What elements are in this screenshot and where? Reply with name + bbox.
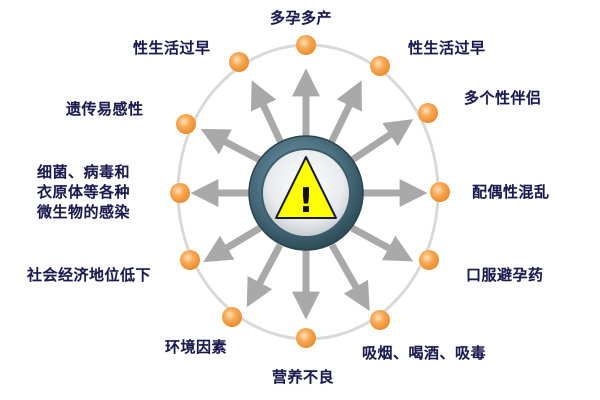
arrow-icon — [350, 119, 414, 163]
dot-icon — [296, 328, 316, 348]
dot-icon — [296, 35, 316, 55]
center-warning: ! — [248, 135, 364, 251]
arrows — [190, 68, 428, 320]
dot-icon — [170, 183, 190, 203]
dot-icon — [430, 182, 450, 202]
factor-label-socioeconomic: 社会经济地位低下 — [27, 266, 152, 284]
dot-icon — [419, 250, 439, 270]
warning-triangle-icon — [275, 156, 337, 219]
factor-label-malnutrition: 营养不良 — [272, 368, 335, 386]
dot-icon — [370, 56, 390, 76]
factor-label-multiple-partners: 多个性伴侣 — [464, 89, 542, 107]
arrow-icon — [250, 80, 286, 147]
factor-label-oral-contraceptive: 口服避孕药 — [466, 266, 544, 284]
arrow-icon — [203, 224, 262, 263]
factor-label-infection: 细菌、病毒和 衣原体等各种 微生物的感染 — [37, 163, 131, 221]
factor-label-multiparity: 多孕多产 — [270, 9, 333, 27]
dot-icon — [180, 250, 200, 270]
factor-label-environment: 环境因素 — [165, 338, 228, 356]
factor-label-early-sex-right: 性生活过早 — [408, 39, 486, 57]
factor-label-partner-promiscuity: 配偶性混乱 — [472, 183, 550, 201]
factor-label-genetic: 遗传易感性 — [66, 100, 144, 118]
arrow-icon — [246, 243, 284, 308]
arrow-icon — [200, 128, 262, 164]
arrow-icon — [326, 80, 362, 147]
arrow-icon — [328, 243, 370, 312]
factor-dots — [170, 35, 450, 348]
factor-label-substance-use: 吸烟、喝酒、吸毒 — [362, 344, 487, 362]
exclamation-icon: ! — [298, 181, 314, 221]
dot-icon — [176, 114, 196, 134]
dot-icon — [418, 103, 438, 123]
dot-icon — [370, 310, 390, 330]
arrow-icon — [350, 224, 414, 262]
dot-icon — [229, 52, 249, 72]
dot-icon — [222, 307, 242, 327]
factor-label-early-sex-left: 性生活过早 — [133, 39, 211, 57]
